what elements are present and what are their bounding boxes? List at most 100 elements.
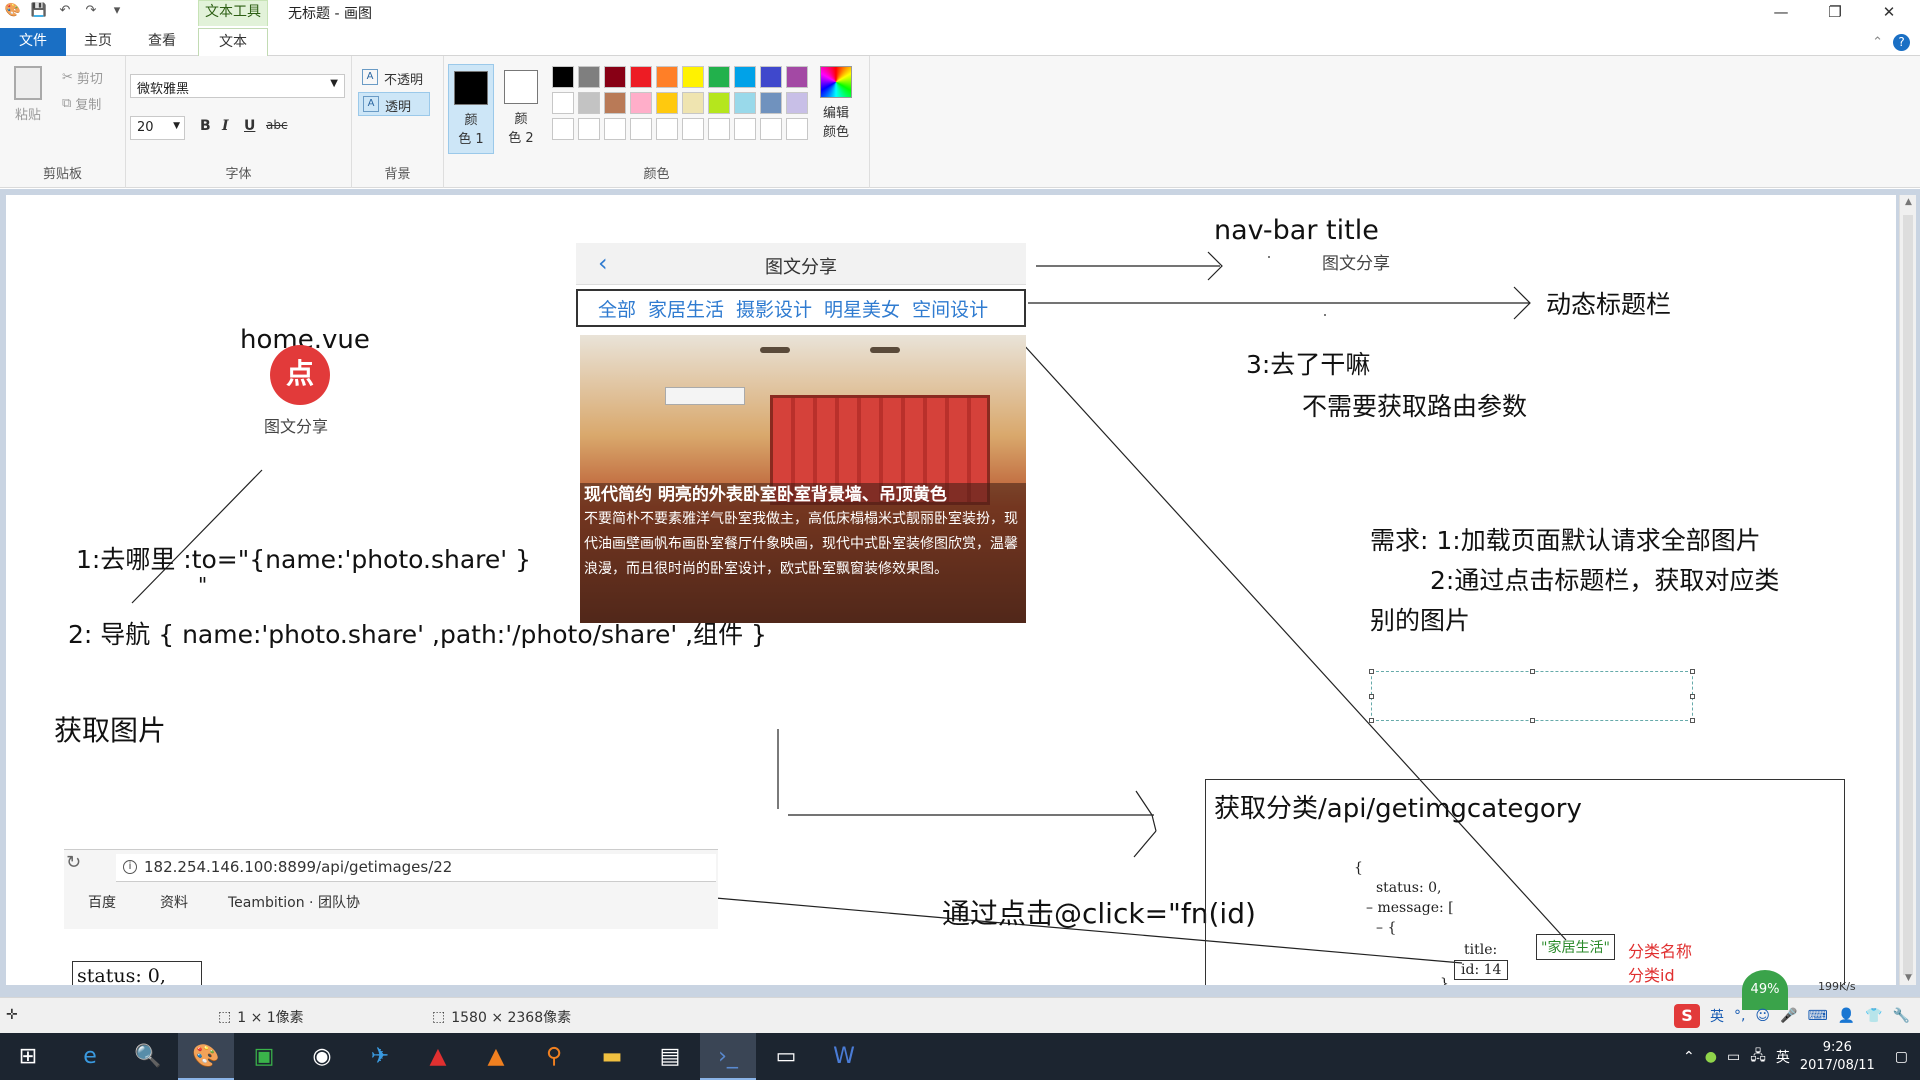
red-app-icon[interactable]: ▲ <box>429 1044 447 1069</box>
tab-home[interactable]: 主页 <box>84 33 112 49</box>
chevron-up-icon[interactable]: ⌃ <box>1683 1048 1695 1065</box>
resize-handle[interactable] <box>1530 669 1535 674</box>
palette-swatch[interactable] <box>630 118 652 140</box>
mic-icon[interactable]: 🎤 <box>1780 1008 1798 1024</box>
vertical-scrollbar[interactable]: ▲ ▼ <box>1899 195 1916 985</box>
punctuation-icon[interactable]: °, <box>1733 1008 1746 1024</box>
palette-swatch[interactable] <box>786 118 808 140</box>
redo-icon[interactable]: ↷ <box>85 3 97 18</box>
terminal-icon[interactable]: ▭ <box>775 1044 797 1069</box>
webstorm-icon[interactable]: ▣ <box>253 1044 275 1069</box>
palette-swatch[interactable] <box>760 66 782 88</box>
battery-icon[interactable]: ▭ <box>1726 1048 1741 1065</box>
palette-swatch[interactable] <box>604 66 626 88</box>
help-icon[interactable]: ? <box>1893 34 1910 51</box>
palette-swatch[interactable] <box>682 66 704 88</box>
undo-icon[interactable]: ↶ <box>59 3 71 18</box>
minimize-button[interactable]: — <box>1773 3 1789 21</box>
palette-swatch[interactable] <box>656 66 678 88</box>
opaque-option[interactable]: A 不透明 <box>358 66 430 90</box>
file-explorer-icon[interactable]: ▬ <box>601 1044 623 1069</box>
palette-swatch[interactable] <box>734 118 756 140</box>
palette-swatch[interactable] <box>708 118 730 140</box>
resize-handle[interactable] <box>1690 718 1695 723</box>
palette-swatch[interactable] <box>760 118 782 140</box>
palette-swatch[interactable] <box>708 66 730 88</box>
tab-file[interactable]: 文件 <box>0 28 66 56</box>
italic-button[interactable]: I <box>222 118 229 134</box>
feather-icon[interactable]: ✈ <box>370 1044 390 1069</box>
palette-swatch[interactable] <box>630 66 652 88</box>
ime-lang[interactable]: 英 <box>1709 1009 1724 1025</box>
clock[interactable]: 9:26 2017/08/11 <box>1800 1039 1875 1075</box>
palette-swatch[interactable] <box>708 92 730 114</box>
resize-handle[interactable] <box>1369 669 1374 674</box>
tools-icon[interactable]: 🔧 <box>1892 1008 1910 1024</box>
transparent-option[interactable]: A 透明 <box>358 92 430 116</box>
magnifier-app-icon[interactable]: ⚲ <box>545 1044 563 1069</box>
user-icon[interactable]: 👤 <box>1837 1008 1856 1024</box>
dark-app-icon[interactable]: ▤ <box>659 1044 681 1069</box>
drawing-canvas[interactable]: nav-bar title 图文分享 动态标题栏 3:去了干嘛 不需要获取路由参… <box>6 195 1896 985</box>
strikethrough-button[interactable]: abc <box>266 118 288 132</box>
palette-swatch[interactable] <box>682 92 704 114</box>
palette-swatch[interactable] <box>578 92 600 114</box>
scroll-thumb[interactable] <box>1903 215 1913 975</box>
network-icon[interactable]: 🖧 <box>1750 1047 1766 1064</box>
customize-qat-icon[interactable]: ▾ <box>113 3 121 18</box>
edit-colors-button[interactable]: 编辑 颜色 <box>818 66 854 140</box>
paste-button[interactable]: 粘贴 <box>14 66 42 123</box>
edge-icon[interactable]: e <box>83 1044 97 1069</box>
palette-swatch[interactable] <box>552 66 574 88</box>
chrome-icon[interactable]: ◉ <box>312 1044 332 1069</box>
restore-button[interactable]: ❐ <box>1828 3 1842 21</box>
palette-swatch[interactable] <box>630 92 652 114</box>
font-family-select[interactable]: 微软雅黑 ▼ <box>130 74 345 98</box>
cut-button[interactable]: ✂ 剪切 <box>62 70 103 87</box>
palette-swatch[interactable] <box>760 92 782 114</box>
vlc-icon[interactable]: ▲ <box>487 1044 505 1069</box>
scroll-up-icon[interactable]: ▲ <box>1905 197 1912 207</box>
powershell-icon[interactable]: ›_ <box>700 1033 756 1080</box>
resize-handle[interactable] <box>1690 694 1695 699</box>
color2-button[interactable]: 颜 色 2 <box>498 64 544 154</box>
start-windows-icon[interactable]: ⊞ <box>18 1044 38 1069</box>
palette-swatch[interactable] <box>786 92 808 114</box>
resize-handle[interactable] <box>1530 718 1535 723</box>
palette-swatch[interactable] <box>734 92 756 114</box>
emoji-icon[interactable]: ☺ <box>1755 1008 1771 1024</box>
tray-app-icon[interactable]: ● <box>1704 1048 1717 1065</box>
palette-swatch[interactable] <box>578 118 600 140</box>
palette-swatch[interactable] <box>656 118 678 140</box>
collapse-ribbon-icon[interactable]: ⌃ <box>1872 35 1883 50</box>
close-button[interactable]: ✕ <box>1882 3 1896 21</box>
word-icon[interactable]: W <box>833 1044 855 1069</box>
keyboard-icon[interactable]: ⌨ <box>1807 1008 1828 1024</box>
palette-swatch[interactable] <box>552 92 574 114</box>
palette-swatch[interactable] <box>552 118 574 140</box>
palette-swatch[interactable] <box>604 92 626 114</box>
paint-app-icon[interactable]: 🎨 <box>4 3 22 18</box>
underline-button[interactable]: U <box>244 118 256 134</box>
palette-swatch[interactable] <box>604 118 626 140</box>
palette-swatch[interactable] <box>656 92 678 114</box>
resize-handle[interactable] <box>1369 694 1374 699</box>
palette-swatch[interactable] <box>578 66 600 88</box>
palette-swatch[interactable] <box>786 66 808 88</box>
paint-taskbar-icon[interactable]: 🎨 <box>178 1033 234 1080</box>
palette-swatch[interactable] <box>734 66 756 88</box>
bold-button[interactable]: B <box>200 118 211 134</box>
tab-text[interactable]: 文本 <box>198 28 268 57</box>
scroll-down-icon[interactable]: ▼ <box>1905 973 1912 983</box>
save-icon[interactable]: 💾 <box>30 3 48 18</box>
resize-handle[interactable] <box>1690 669 1695 674</box>
copy-button[interactable]: ⧉ 复制 <box>62 96 102 113</box>
tray-lang[interactable]: 英 <box>1775 1049 1790 1066</box>
text-selection-box[interactable] <box>1369 669 1695 723</box>
color1-button[interactable]: 颜 色 1 <box>448 64 494 154</box>
skin-icon[interactable]: 👕 <box>1865 1008 1883 1024</box>
notification-icon[interactable]: ▢ <box>1894 1048 1908 1065</box>
tab-view[interactable]: 查看 <box>148 33 176 49</box>
resize-handle[interactable] <box>1369 718 1374 723</box>
search-icon[interactable]: 🔍 <box>134 1044 162 1069</box>
